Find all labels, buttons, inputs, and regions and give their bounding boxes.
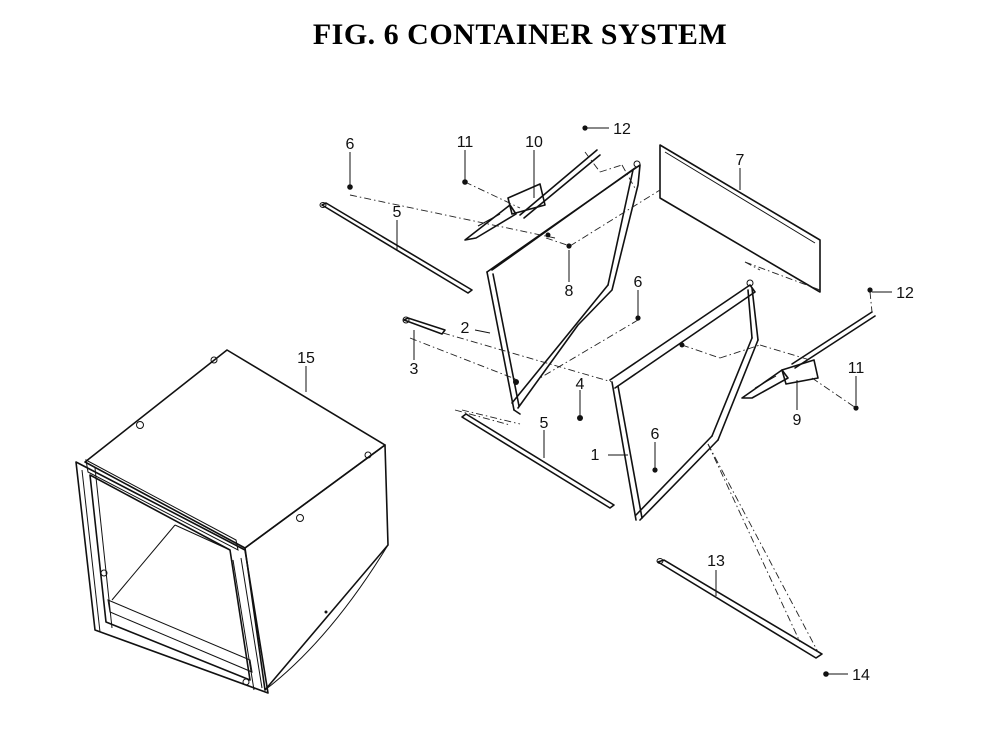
callout-10: 10	[525, 134, 543, 151]
callout-13: 13	[707, 553, 725, 570]
leader-lines	[305, 127, 892, 675]
callout-5-upper: 5	[393, 204, 402, 221]
callout-12-lower: 12	[896, 285, 914, 302]
callout-3: 3	[410, 361, 419, 378]
callout-7: 7	[736, 152, 745, 169]
fasteners	[347, 125, 873, 677]
callout-labels: 1 2 3 4 5 5 6 6 6 7 8 9 10 11 11 12 12 1…	[297, 121, 914, 684]
bolt	[402, 316, 446, 335]
callout-6-middle: 6	[634, 274, 643, 291]
callout-5-lower: 5	[540, 415, 549, 432]
strap	[656, 558, 823, 659]
latch-bracket-lower	[741, 311, 876, 399]
callout-11-upper: 11	[457, 134, 474, 151]
back-panel	[659, 144, 821, 293]
callout-1: 1	[591, 447, 600, 464]
callout-2: 2	[461, 320, 470, 337]
callout-15: 15	[297, 350, 315, 367]
rod-upper	[319, 202, 473, 294]
callout-14: 14	[852, 667, 870, 684]
frame-left	[486, 160, 641, 415]
latch-bracket-upper	[464, 149, 601, 241]
container-bag	[75, 349, 389, 694]
callout-8: 8	[565, 283, 574, 300]
callout-4: 4	[576, 376, 585, 393]
assembly-centerlines	[349, 151, 873, 653]
callout-11-lower: 11	[848, 360, 865, 377]
rod-lower	[454, 409, 615, 509]
frame-right	[609, 279, 759, 521]
callout-9: 9	[793, 412, 802, 429]
callout-6-upper: 6	[346, 136, 355, 153]
figure-title: FIG. 6 CONTAINER SYSTEM	[312, 18, 728, 51]
callout-6-lower: 6	[651, 426, 660, 443]
callout-12-upper: 12	[613, 121, 631, 138]
